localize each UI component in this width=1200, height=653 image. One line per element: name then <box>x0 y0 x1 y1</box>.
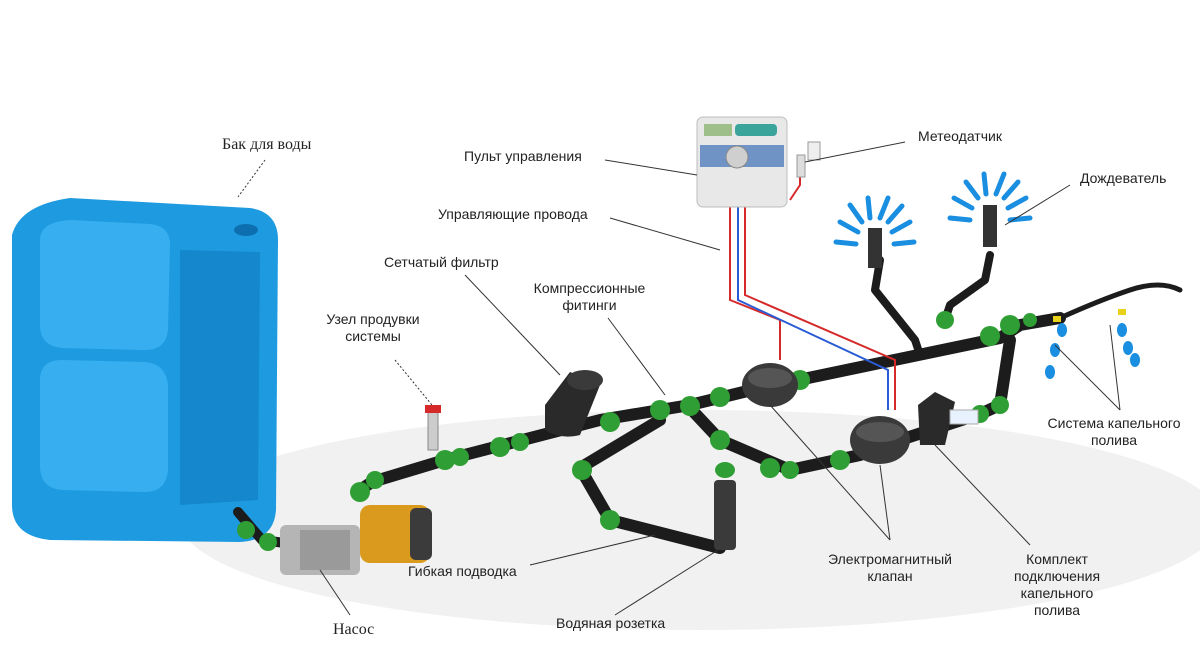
label-tank: Бак для воды <box>222 136 312 153</box>
controller-icon <box>696 116 788 208</box>
label-control-wires: Управляющие провода <box>438 206 588 222</box>
label-drip-system: Система капельного полива <box>1047 415 1181 448</box>
purge-unit <box>425 405 441 451</box>
label-pump: Насос <box>333 621 375 638</box>
control-wires <box>729 170 896 410</box>
label-purge-unit: Узел продувки системы <box>326 311 420 344</box>
label-sprinkler: Дождеватель <box>1080 170 1167 186</box>
drip-kit <box>918 392 979 445</box>
label-compression-fittings: Компрессионные фитинги <box>533 280 646 313</box>
label-water-outlet: Водяная розетка <box>556 615 666 631</box>
water-outlet <box>714 462 736 550</box>
label-weather-sensor: Метеодатчик <box>918 128 1002 144</box>
water-tank <box>12 198 278 542</box>
label-solenoid-valve: Электромагнитный клапан <box>828 551 952 584</box>
water-drop-icon <box>1045 309 1140 379</box>
sprinkler-icon <box>947 171 1033 247</box>
label-flexible-hose: Гибкая подводка <box>408 563 517 579</box>
label-controller: Пульт управления <box>464 148 582 164</box>
solenoid-valves <box>742 363 910 464</box>
label-mesh-filter: Сетчатый фильтр <box>384 254 499 270</box>
fittings <box>237 311 1037 551</box>
leader-lines <box>237 141 1121 616</box>
label-drip-kit: Комплект подключения капельного полива <box>1013 551 1101 618</box>
pump <box>280 505 432 575</box>
sprinkler-icon <box>833 195 917 268</box>
mesh-filter <box>545 370 603 437</box>
